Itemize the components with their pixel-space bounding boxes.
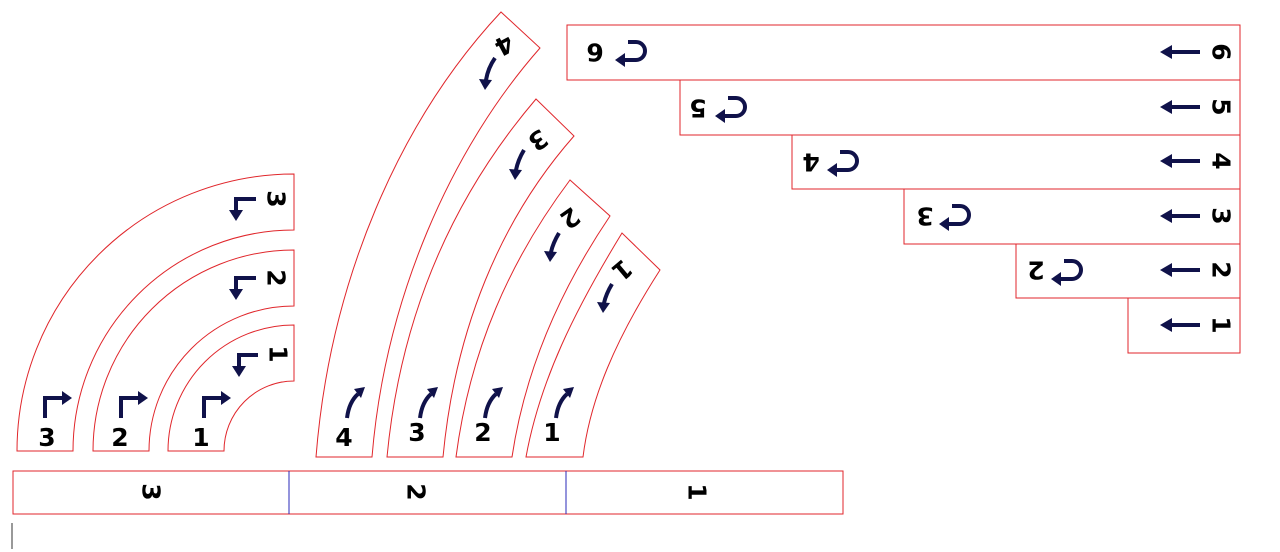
bottom-strip-label-3: 3: [137, 483, 166, 500]
long-curve-piece-label: 3: [408, 418, 425, 447]
u-turn-arrow-icon: [715, 96, 747, 123]
straight-piece-label: 1: [1207, 316, 1236, 333]
arrow-left-icon: [1160, 154, 1200, 168]
bottom-strip-label-1: 1: [683, 483, 712, 500]
straight-piece-label: 2: [1207, 261, 1236, 278]
quarter-piece-2: 2 2: [92, 249, 295, 452]
quarter-piece-1: 1 1: [167, 324, 295, 452]
arrow-left-icon: [1160, 100, 1200, 114]
arrow-curve-up-right-icon: [345, 387, 365, 419]
straight-piece-label: 2: [1027, 256, 1044, 285]
arrow-bend-right-icon: [202, 391, 231, 418]
quarter-piece-label: 1: [192, 423, 209, 452]
arrow-curve-up-right-icon: [483, 387, 503, 419]
long-curve-piece-1: 1 1: [525, 232, 661, 458]
straight-piece-label: 6: [586, 38, 603, 67]
arrow-left-icon: [1160, 209, 1200, 223]
straight-piece-6: 6 6: [566, 24, 1241, 81]
arrow-bend-down-icon: [229, 276, 256, 300]
u-turn-arrow-icon: [827, 150, 859, 177]
straight-piece-2: 2 2: [1015, 243, 1241, 299]
arrow-curve-up-right-icon: [554, 387, 574, 419]
bottom-strip-label-2: 2: [402, 483, 431, 500]
arrow-bend-down-icon: [229, 197, 256, 221]
long-curve-piece-label: 2: [474, 418, 491, 447]
quarter-piece-label: 3: [38, 423, 55, 452]
arrow-curve-down-icon: [544, 231, 561, 262]
arrow-curve-down-icon: [479, 56, 497, 90]
quarter-piece-label: 3: [262, 190, 291, 207]
straight-piece-label: 3: [916, 202, 933, 231]
straight-piece-label: 4: [1207, 152, 1236, 169]
long-curve-piece-4: 4 4: [315, 11, 541, 458]
arrow-bend-right-icon: [43, 391, 72, 418]
arrow-left-icon: [1160, 263, 1200, 277]
straight-piece-label: 3: [1207, 207, 1236, 224]
arrow-bend-down-icon: [232, 353, 258, 377]
arrow-curve-down-icon: [509, 148, 526, 180]
arrow-left-icon: [1160, 45, 1200, 59]
u-turn-arrow-icon: [1051, 259, 1083, 286]
long-curve-piece-2: 2 2: [455, 179, 611, 458]
arrow-bend-right-icon: [119, 391, 148, 418]
straight-piece-label: 6: [1207, 43, 1236, 60]
quarter-piece-3: 3 3: [16, 173, 295, 452]
quarter-piece-label: 2: [262, 269, 291, 286]
u-turn-arrow-icon: [615, 40, 647, 67]
bottom-strip: 3 2 1: [12, 470, 844, 515]
arrow-curve-down-icon: [597, 282, 614, 313]
arrow-curve-up-right-icon: [418, 387, 438, 419]
long-curve-piece-label: 1: [543, 418, 560, 447]
quarter-piece-label: 2: [111, 423, 128, 452]
straight-piece-label: 4: [802, 148, 819, 177]
u-turn-arrow-icon: [939, 204, 971, 231]
long-curve-piece-label: 4: [335, 423, 352, 452]
quarter-piece-label: 1: [264, 345, 293, 362]
straight-piece-label: 5: [1207, 98, 1236, 115]
straight-piece-4: 4 4: [791, 134, 1241, 190]
straight-piece-5: 5 5: [679, 79, 1241, 136]
straight-piece-1: 1: [1127, 297, 1241, 354]
straight-piece-label: 5: [689, 94, 706, 123]
arrow-left-icon: [1160, 318, 1200, 332]
straight-piece-3: 3 3: [903, 188, 1241, 245]
long-curve-piece-3: 3 3: [386, 98, 575, 458]
